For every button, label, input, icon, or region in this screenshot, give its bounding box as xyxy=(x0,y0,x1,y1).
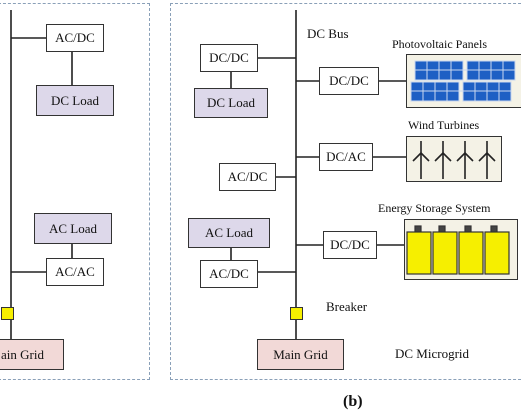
panel-a-breaker xyxy=(1,307,14,320)
wind-turbine-graphic xyxy=(412,141,496,179)
main-grid-box: Main Grid xyxy=(257,339,344,370)
dc-bus-label: DC Bus xyxy=(307,26,349,41)
panel-a-frame xyxy=(0,3,150,380)
dcdc-ess-label: DC/DC xyxy=(330,237,370,252)
dc-microgrid-label: DC Microgrid xyxy=(395,346,470,361)
panel-a-ac-load-box: AC Load xyxy=(34,213,112,244)
acdc-mid-label: AC/DC xyxy=(227,169,268,184)
dcdc-load-label: DC/DC xyxy=(209,50,249,65)
main-grid-label: Main Grid xyxy=(273,346,328,362)
battery-icon xyxy=(404,219,518,280)
dc-load-label: DC Load xyxy=(206,95,256,110)
dc-load-box: DC Load xyxy=(194,88,268,118)
panel-a-dc-load-label: DC Load xyxy=(50,92,100,108)
acdc-low-box: AC/DC xyxy=(200,260,258,288)
dcdc-pv-label: DC/DC xyxy=(329,73,369,88)
panel-a-acdc-label: AC/DC xyxy=(55,30,95,45)
acdc-low-label: AC/DC xyxy=(209,266,249,281)
wind-label: Wind Turbines xyxy=(408,118,480,132)
dcac-wind-box: DC/AC xyxy=(319,143,373,171)
panel-a-dc-load-box: DC Load xyxy=(36,85,114,116)
pv-label: Photovoltaic Panels xyxy=(392,37,487,51)
pv-panel-icon xyxy=(406,54,521,108)
dcac-wind-label: DC/AC xyxy=(326,149,366,164)
panel-b-breaker xyxy=(290,307,303,320)
breaker-label: Breaker xyxy=(326,299,368,314)
ess-label: Energy Storage System xyxy=(378,201,491,215)
battery-graphic xyxy=(406,225,510,275)
panel-a-main-grid-label: ain Grid xyxy=(1,346,44,362)
panel-a-acdc-box: AC/DC xyxy=(46,24,104,52)
panel-a-main-grid-box: ain Grid xyxy=(0,339,64,370)
figure-caption: (b) xyxy=(343,393,363,410)
panel-a-acac-box: AC/AC xyxy=(46,258,104,286)
wind-turbine-icon xyxy=(406,136,502,182)
dcdc-load-box: DC/DC xyxy=(200,44,258,72)
panel-a-ac-load-label: AC Load xyxy=(48,220,98,236)
ac-load-label: AC Load xyxy=(204,225,254,240)
pv-panel-graphic xyxy=(410,60,516,102)
dcdc-ess-box: DC/DC xyxy=(323,231,377,259)
dcdc-pv-box: DC/DC xyxy=(319,67,379,95)
panel-a-acac-label: AC/AC xyxy=(55,264,95,279)
acdc-mid-box: AC/DC xyxy=(219,163,276,191)
ac-load-box: AC Load xyxy=(188,218,270,248)
